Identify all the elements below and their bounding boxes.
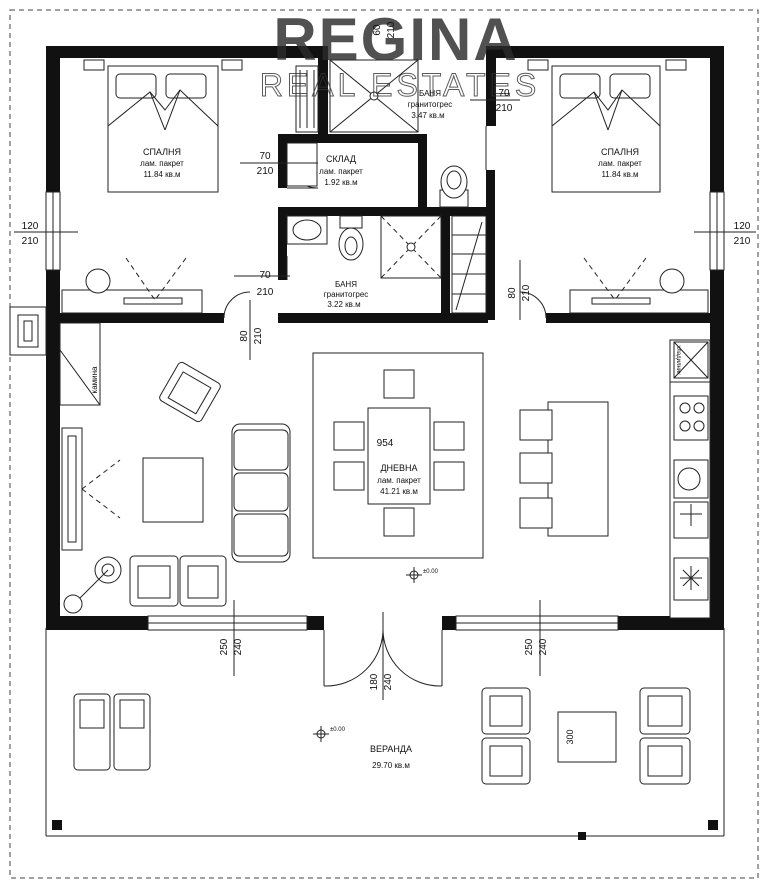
interior-walls bbox=[60, 134, 710, 323]
veranda-name: ВЕРАНДА bbox=[370, 744, 412, 754]
veranda-area: 29.70 кв.м bbox=[372, 761, 410, 770]
bed-right bbox=[527, 59, 687, 193]
bath-small-name: БАНЯ bbox=[335, 280, 357, 289]
level-veranda-label: ±0.00 bbox=[330, 727, 346, 733]
storage-area: 1.92 кв.м bbox=[324, 178, 357, 187]
watermark-brand: REGINA bbox=[273, 6, 518, 73]
kitchen-counter bbox=[669, 339, 711, 619]
living-furniture bbox=[63, 361, 291, 614]
dim-storage-door-height: 210 bbox=[257, 166, 274, 177]
dim-right-window-height: 210 bbox=[734, 236, 751, 247]
dim-bath-top-door-height: 210 bbox=[496, 103, 513, 114]
bath-top-name: БАНЯ bbox=[419, 89, 441, 98]
dim-bedroom-left-door-width: 80 bbox=[239, 330, 250, 342]
windows bbox=[45, 191, 725, 631]
fireplace bbox=[9, 306, 101, 406]
bath-small-area: 3.22 кв.м bbox=[327, 300, 360, 309]
dim-front-right-window-height: 240 bbox=[538, 638, 549, 655]
bedroom-right-name: СПАЛНЯ bbox=[601, 147, 639, 157]
dim-front-left-window-height: 240 bbox=[233, 638, 244, 655]
bedroom-left-name: СПАЛНЯ bbox=[143, 147, 181, 157]
dim-bedroom-right-door-width: 80 bbox=[507, 287, 518, 299]
dining-table-size: 954 bbox=[377, 438, 394, 449]
dim-left-window-height: 210 bbox=[22, 236, 39, 247]
tv-unit bbox=[61, 427, 121, 551]
dim-top-window-height: 210 bbox=[386, 21, 397, 38]
kitchen-island bbox=[519, 401, 609, 537]
living-floor: лам. пакрет bbox=[377, 476, 421, 485]
dim-right-window-width: 120 bbox=[734, 221, 751, 232]
veranda-outline bbox=[45, 628, 725, 840]
desk-left bbox=[61, 257, 203, 314]
fireplace-label: камина bbox=[90, 366, 99, 394]
dim-entry-door-width: 180 bbox=[369, 673, 380, 690]
veranda-furniture bbox=[73, 687, 691, 785]
plot-boundary bbox=[9, 9, 759, 879]
dim-bath-small-door-height: 210 bbox=[257, 287, 274, 298]
bed-left bbox=[83, 59, 243, 193]
dim-entry-door-height: 240 bbox=[383, 673, 394, 690]
bath-small-floor: гранитогрес bbox=[324, 290, 369, 299]
fridge-label: хладилник bbox=[675, 345, 681, 375]
dim-top-window-width: 60 bbox=[372, 24, 383, 36]
watermark-tagline: REAL ESTATES bbox=[260, 67, 540, 103]
desk-right bbox=[569, 257, 709, 314]
dining-set bbox=[312, 352, 484, 559]
dim-bedroom-left-door-height: 210 bbox=[253, 327, 264, 344]
bedroom-right-area: 11.84 кв.м bbox=[601, 170, 638, 179]
bedroom-right-floor: лам. пакрет bbox=[598, 159, 642, 168]
storage-floor: лам. пакрет bbox=[319, 167, 363, 176]
dim-storage-door-width: 70 bbox=[259, 151, 271, 162]
dim-left-window-width: 120 bbox=[22, 221, 39, 232]
dimension-lines bbox=[14, 99, 756, 700]
bedroom-left-area: 11.84 кв.м bbox=[143, 170, 180, 179]
veranda-table-size: 300 bbox=[565, 729, 575, 744]
dim-front-left-window-width: 250 bbox=[219, 638, 230, 655]
dim-bath-top-door-width: 70 bbox=[498, 88, 510, 99]
bath-small-fixtures bbox=[286, 215, 487, 314]
living-name: ДНЕВНА bbox=[380, 463, 417, 473]
level-marker-veranda bbox=[313, 726, 329, 742]
bath-top-floor: гранитогрес bbox=[408, 100, 453, 109]
bath-top-fixtures bbox=[295, 59, 469, 208]
dim-bath-small-door-width: 70 bbox=[259, 270, 271, 281]
bath-top-area: 3.47 кв.м bbox=[411, 111, 444, 120]
level-living-label: ±0.00 bbox=[423, 569, 439, 575]
living-area: 41.21 кв.м bbox=[380, 487, 418, 496]
storage-name: СКЛАД bbox=[326, 154, 356, 164]
entry-door-swing bbox=[323, 627, 384, 687]
dim-bedroom-right-door-height: 210 bbox=[521, 284, 532, 301]
bedroom-left-floor: лам. пакрет bbox=[140, 159, 184, 168]
dim-front-right-window-width: 250 bbox=[524, 638, 535, 655]
level-marker-living bbox=[406, 567, 422, 583]
storage-shelf bbox=[286, 142, 318, 187]
